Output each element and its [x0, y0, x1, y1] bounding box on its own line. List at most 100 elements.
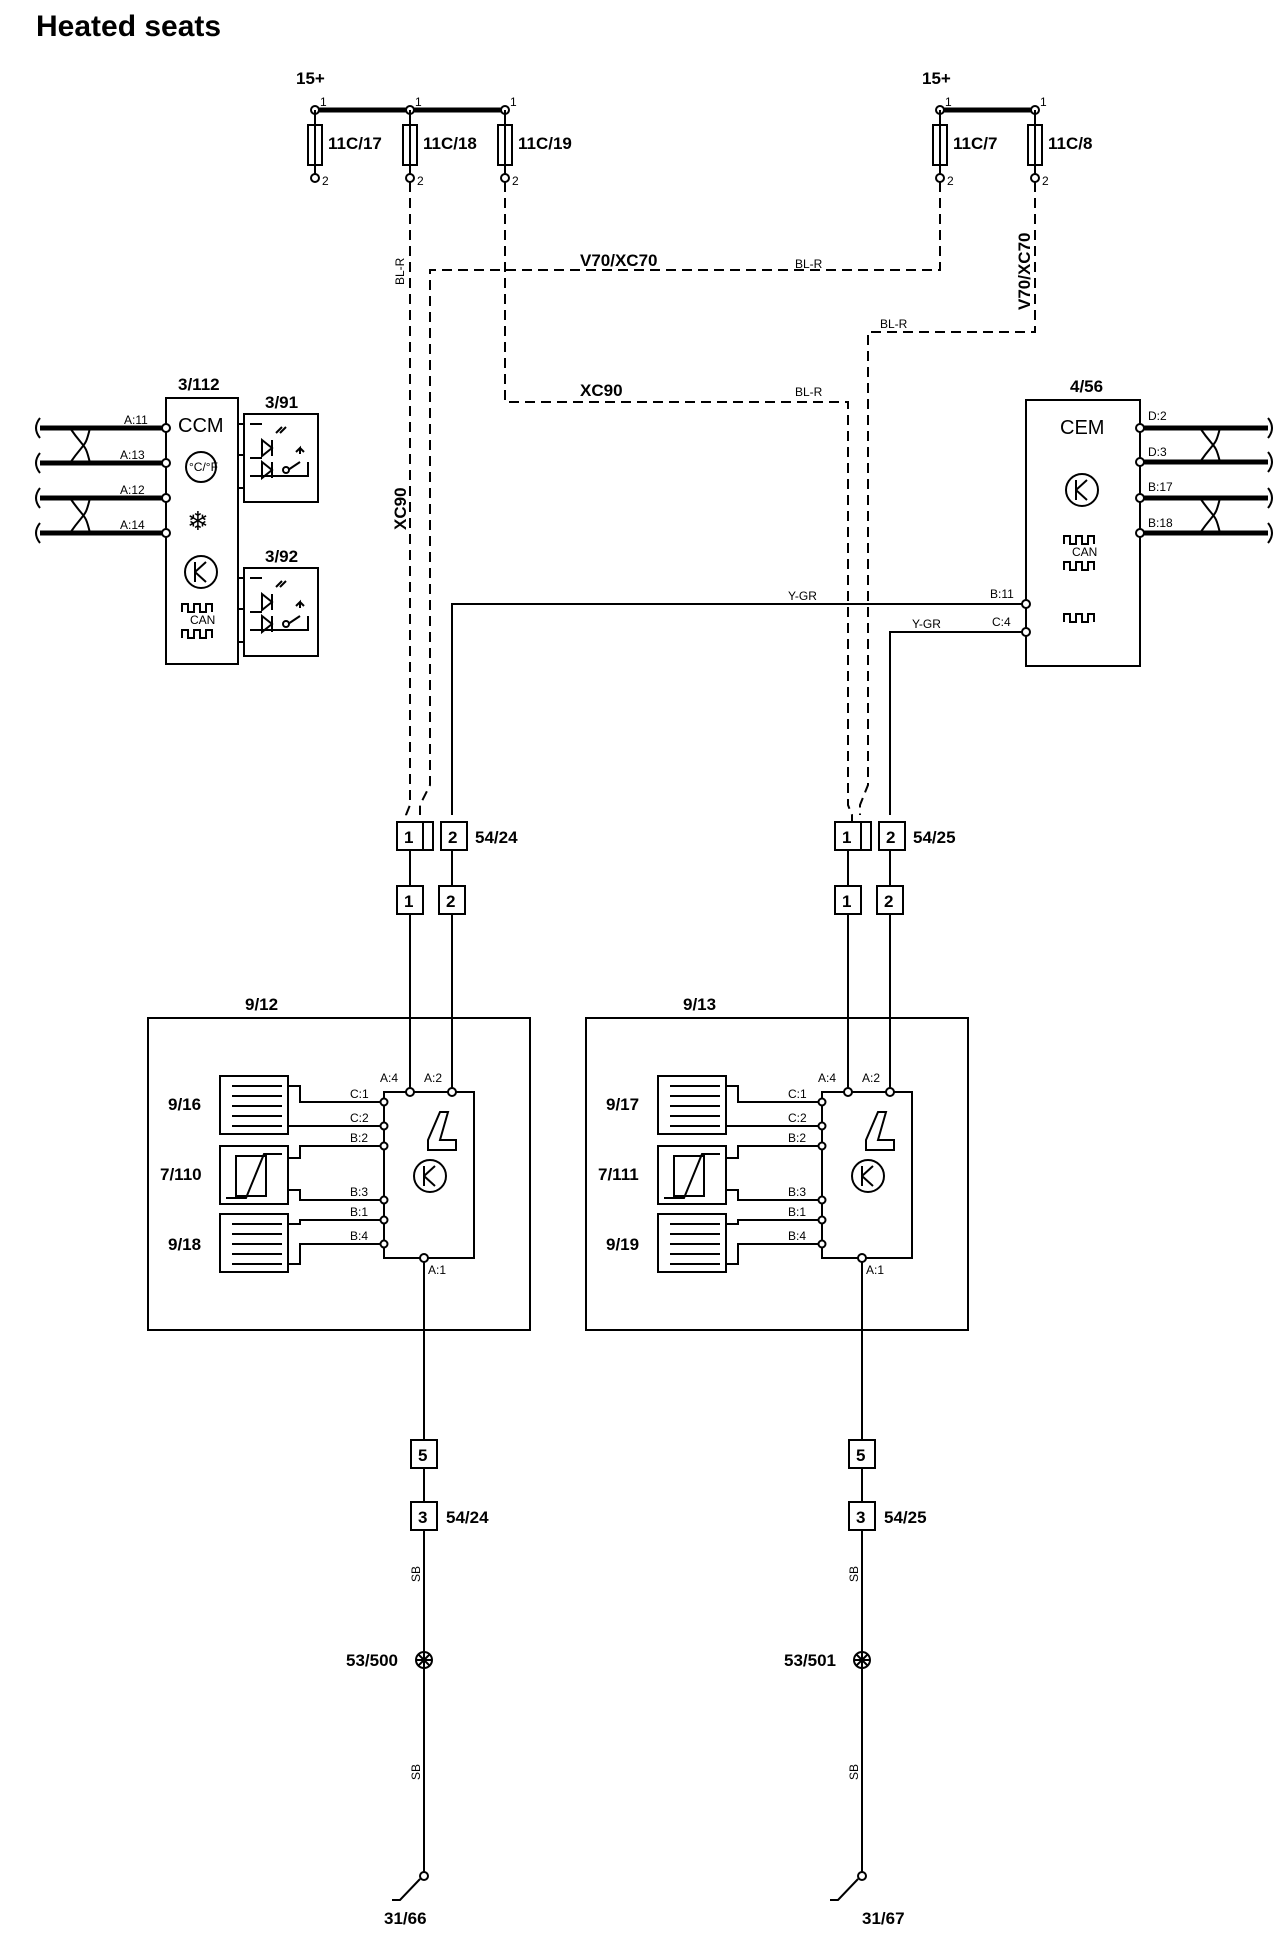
fuse-11c-18: 1 2 11C/18	[402, 95, 477, 188]
svg-text:5: 5	[856, 1446, 865, 1465]
fuse-label: 11C/18	[423, 134, 477, 153]
fuse-11c-7: 1 2 11C/7	[932, 95, 997, 188]
svg-text:C:2: C:2	[788, 1111, 807, 1125]
svg-text:C:2: C:2	[350, 1111, 369, 1125]
ground-connector-left: 5 3 54/24	[410, 1439, 489, 1531]
wire-color-ygr: Y-GR	[788, 589, 817, 603]
wire-color-blr: BL-R	[795, 385, 823, 399]
heating-element-icon	[232, 1223, 282, 1265]
wire-v70-right	[859, 182, 1036, 815]
variant-label-v70-vertical: V70/XC70	[1015, 233, 1034, 311]
svg-text:B:4: B:4	[350, 1229, 368, 1243]
seat-module-9-13: 9/13 A:4 A:2 C:1 C:2 B:2 B:3 B:1 B:4 A:1…	[585, 995, 969, 1331]
control-unit-icon	[413, 1159, 447, 1193]
connector-54-25-upper: 1 2 54/25	[834, 821, 956, 851]
svg-text:A:4: A:4	[818, 1071, 836, 1085]
svg-text:B:2: B:2	[788, 1131, 806, 1145]
svg-text:31/66: 31/66	[384, 1909, 427, 1928]
seat-icon	[427, 1111, 457, 1151]
seat-ref: 9/13	[683, 995, 716, 1014]
connector-54-24-upper: 1 2 54/24	[396, 821, 518, 851]
fuse-11c-19: 1 2 11C/19	[497, 95, 572, 188]
svg-text:2: 2	[884, 892, 893, 911]
wire-color-sb: SB	[847, 1764, 861, 1780]
svg-text:2: 2	[512, 174, 519, 188]
svg-text:3/91: 3/91	[265, 393, 298, 412]
connector-54-24-lower: 1 2	[396, 885, 466, 915]
element-ref: 9/19	[606, 1235, 639, 1254]
snowflake-icon: ❄	[187, 506, 209, 536]
heating-element-icon	[670, 1223, 720, 1265]
svg-text:2: 2	[1042, 174, 1049, 188]
switch-3-92: 3/92	[238, 547, 319, 657]
variant-label-v70: V70/XC70	[580, 251, 658, 270]
seat-ref: 9/12	[245, 995, 278, 1014]
svg-text:A:2: A:2	[424, 1071, 442, 1085]
svg-text:D:3: D:3	[1148, 445, 1167, 459]
seat-icon	[865, 1111, 895, 1151]
svg-text:3: 3	[418, 1508, 427, 1527]
variant-label-xc90: XC90	[580, 381, 623, 400]
fuse-11c-8: 1 2 11C/8	[1027, 95, 1092, 188]
wire-ygr-left	[451, 603, 1022, 815]
ground-31-66: 31/66	[384, 1871, 429, 1928]
variant-label-xc90-vertical: XC90	[391, 487, 410, 530]
can-signal-icon	[1063, 535, 1095, 545]
ground-31-67: 31/67	[830, 1871, 905, 1928]
svg-text:A:2: A:2	[862, 1071, 880, 1085]
heating-element-icon	[670, 1085, 720, 1127]
svg-text:B:17: B:17	[1148, 480, 1173, 494]
connector-ref: 54/25	[913, 828, 956, 847]
svg-text:C:1: C:1	[350, 1087, 369, 1101]
svg-text:B:3: B:3	[350, 1185, 368, 1199]
svg-text:CAN: CAN	[1072, 545, 1097, 559]
element-ref: 9/18	[168, 1235, 201, 1254]
fuse-label: 11C/17	[328, 134, 382, 153]
svg-text:B:1: B:1	[350, 1205, 368, 1219]
supply-label-right: 15+	[922, 69, 951, 88]
element-ref: 9/17	[606, 1095, 639, 1114]
ccm-module: 3/112 CCM °C/°F ❄ CAN A:11 A:13 A:12 A:1…	[35, 375, 239, 665]
element-ref: 9/16	[168, 1095, 201, 1114]
wire-color-blr: BL-R	[880, 317, 908, 331]
svg-text:1: 1	[404, 892, 413, 911]
svg-text:2: 2	[448, 828, 457, 847]
can-signal-icon	[181, 603, 213, 613]
svg-text:A:1: A:1	[866, 1263, 884, 1277]
connector-54-25-lower: 1 2	[834, 885, 904, 915]
wire-color-sb: SB	[847, 1566, 861, 1582]
svg-text:A:13: A:13	[120, 448, 145, 462]
fuse-label: 11C/7	[953, 134, 997, 153]
svg-text:1: 1	[1040, 95, 1047, 109]
svg-text:3: 3	[856, 1508, 865, 1527]
cem-module: 4/56 CEM CAN D:2 D:3 B:17 B:18 B:11 C:4	[990, 377, 1273, 667]
svg-text:B:1: B:1	[788, 1205, 806, 1219]
svg-text:1: 1	[945, 95, 952, 109]
svg-text:A:12: A:12	[120, 483, 145, 497]
fuse-11c-17: 1 2 11C/17	[307, 95, 382, 188]
svg-text:C:1: C:1	[788, 1087, 807, 1101]
supply-label-left: 15+	[296, 69, 325, 88]
element-ref: 7/111	[598, 1165, 639, 1184]
svg-text:1: 1	[320, 95, 327, 109]
wire-ygr-right	[889, 631, 1022, 815]
fuse-label: 11C/8	[1048, 134, 1092, 153]
control-unit-icon	[1065, 473, 1099, 507]
svg-text:A:14: A:14	[120, 518, 145, 532]
connector-ref: 54/25	[884, 1508, 927, 1527]
svg-text:2: 2	[417, 174, 424, 188]
diagram-title: Heated seats	[36, 10, 221, 43]
svg-text:5: 5	[418, 1446, 427, 1465]
svg-text:53/501: 53/501	[784, 1651, 836, 1670]
svg-text:D:2: D:2	[1148, 409, 1167, 423]
switch-3-91: 3/91	[238, 393, 319, 503]
svg-text:31/67: 31/67	[862, 1909, 905, 1928]
element-ref: 7/110	[160, 1165, 202, 1184]
svg-text:53/500: 53/500	[346, 1651, 398, 1670]
svg-text:3/92: 3/92	[265, 547, 298, 566]
svg-text:B:11: B:11	[990, 587, 1014, 601]
ccm-name: CCM	[178, 415, 224, 437]
svg-text:C:4: C:4	[992, 615, 1011, 629]
wire-v70-left	[419, 182, 941, 815]
